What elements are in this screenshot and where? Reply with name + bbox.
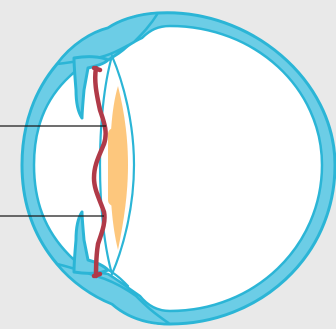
iris-implant-tip-lower	[94, 274, 100, 276]
natural-lens-center	[108, 128, 122, 206]
iris-implant-tip-upper	[94, 68, 100, 70]
